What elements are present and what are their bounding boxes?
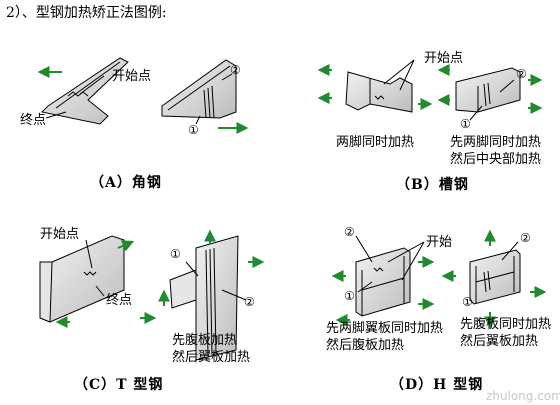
panel-b-note-right-1: 先两脚同时加热	[450, 135, 542, 150]
panel-a-end-label: 终点	[20, 113, 47, 128]
panel-b-mark-1: ①	[460, 117, 471, 131]
heat-zone-angle-left	[67, 91, 89, 97]
panel-c-arrows	[55, 229, 265, 328]
panel-a-mark-1: ①	[188, 123, 199, 137]
panel-a-mark-2: ②	[230, 63, 241, 77]
panel-d-mark-1-left: ①	[344, 289, 355, 303]
heat-zone-t-left	[83, 271, 97, 276]
panel-a-arrows	[37, 66, 249, 134]
panel-b-start-label: 开始点	[424, 51, 464, 66]
panel-c-note-2: 然后翼板加热	[172, 350, 251, 365]
panel-c-start-label: 开始点	[40, 227, 80, 242]
watermark: zhulong.com	[486, 389, 560, 403]
angle-steel-right	[161, 59, 237, 119]
panel-b-caption: （B）槽钢	[396, 177, 469, 193]
panel-a-angle-steel	[40, 57, 237, 125]
panel-c-caption: （C）T 型钢	[74, 377, 164, 393]
panel-d-note-left-1: 先两脚翼板同时加热	[326, 321, 444, 336]
panel-d-mark-1-right: ①	[462, 295, 473, 309]
panel-b-note-left: 两脚同时加热	[336, 135, 415, 150]
panel-d-note-left-2: 然后腹板加热	[326, 338, 405, 353]
panel-a-start-label: 开始点	[112, 69, 152, 84]
channel-steel-left	[345, 71, 413, 113]
heat-zone-h-left	[373, 267, 384, 272]
panel-d-start-label: 开始	[426, 235, 453, 250]
figure-title: 2）、型钢加热矫正法图例:	[6, 5, 167, 21]
panel-c-note-1: 先腹板加热	[172, 333, 238, 348]
panel-c-mark-1: ①	[170, 247, 181, 261]
panel-d-h-steel	[355, 235, 521, 317]
panel-d-mark-2-left: ②	[344, 225, 355, 239]
panel-b-note-right-2: 然后中央部加热	[450, 152, 542, 167]
t-steel-left	[39, 235, 125, 323]
heat-zone-channel-left	[374, 95, 385, 100]
panel-b-mark-2: ②	[516, 67, 527, 81]
panel-d-note-right-1: 先腹板同时加热	[460, 317, 552, 332]
angle-steel-left	[40, 57, 129, 125]
panel-d-mark-2-right: ②	[520, 231, 531, 245]
h-steel-left	[355, 247, 411, 317]
panel-c-t-steel	[39, 235, 247, 361]
panel-d-note-right-2: 然后翼板加热	[460, 334, 539, 349]
panel-b-channel-steel	[345, 59, 521, 121]
panel-b-arrows	[317, 64, 543, 114]
channel-steel-right	[455, 67, 521, 113]
panel-a-caption: （A）角钢	[90, 175, 162, 191]
panel-c-mark-2: ②	[244, 295, 255, 309]
panel-d-arrows	[331, 229, 547, 329]
panel-c-end-label: 终点	[106, 293, 133, 308]
panel-d-caption: （D）H 型钢	[390, 377, 484, 393]
